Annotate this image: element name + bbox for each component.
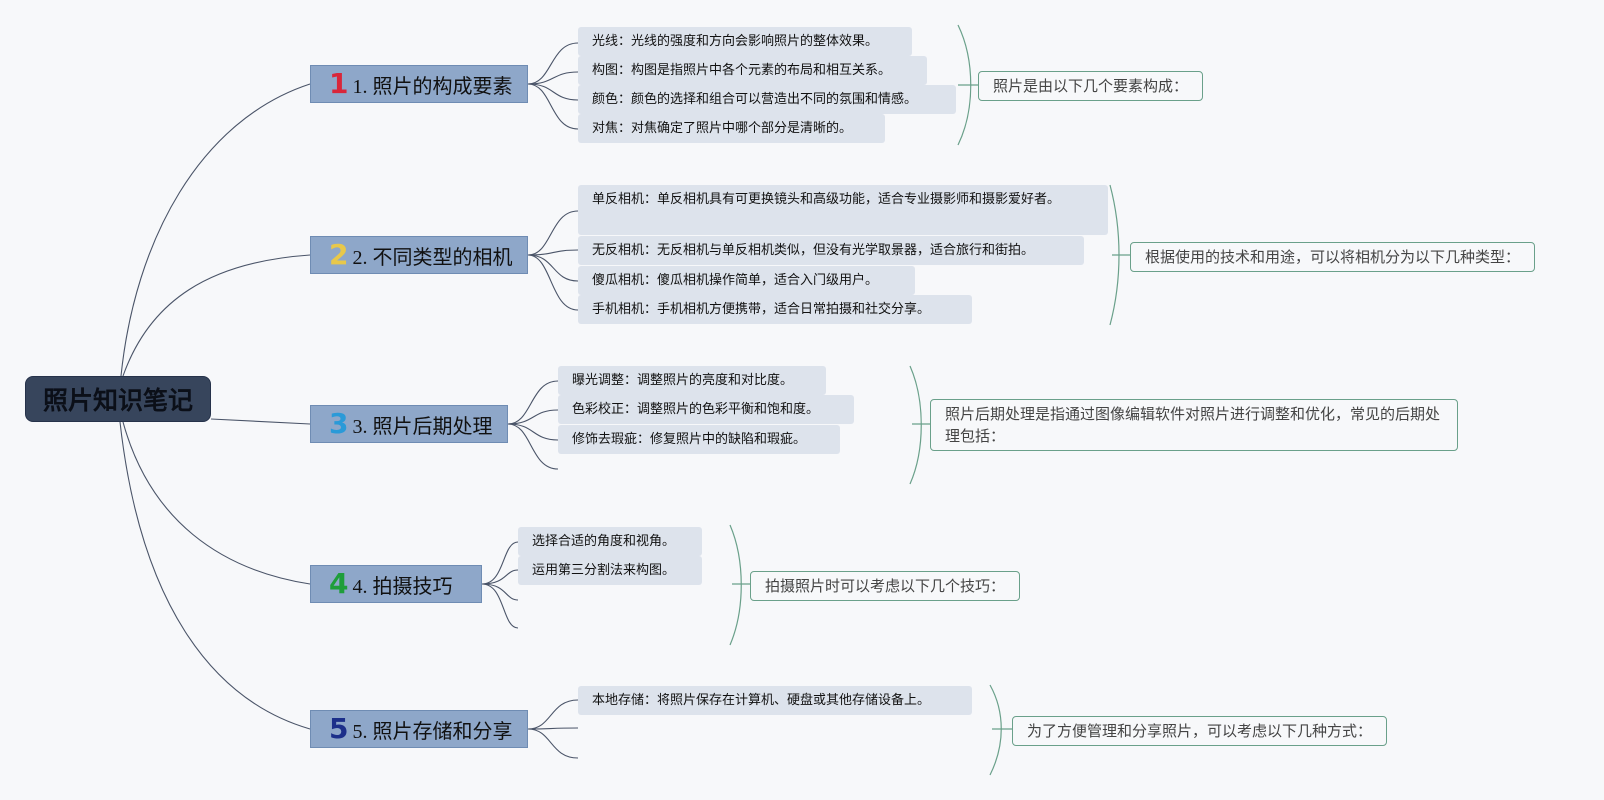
branch-4-title: 4. 拍摄技巧 [352,575,453,598]
number-2-icon: 2 [329,238,349,271]
root-topic-title: 照片知识笔记 [42,386,193,415]
branch-5-leaf-1[interactable]: 本地存储：将照片保存在计算机、硬盘或其他存储设备上。 [578,686,972,715]
branch-4-summary[interactable]: 拍摄照片时可以考虑以下几个技巧： [750,571,1021,601]
number-1-icon: 1 [329,67,349,100]
branch-2-topic[interactable]: 2 2. 不同类型的相机 [310,236,528,274]
branch-2-leaf-3[interactable]: 傻瓜相机：傻瓜相机操作简单，适合入门级用户。 [578,266,915,295]
branch-1-summary[interactable]: 照片是由以下几个要素构成： [978,71,1204,101]
branch-2-leaf-4[interactable]: 手机相机：手机相机方便携带，适合日常拍摄和社交分享。 [578,295,972,324]
branch-5-summary[interactable]: 为了方便管理和分享照片，可以考虑以下几种方式： [1012,716,1388,746]
branch-3-leaf-1[interactable]: 曝光调整：调整照片的亮度和对比度。 [558,366,826,395]
branch-1-leaf-3[interactable]: 颜色：颜色的选择和组合可以营造出不同的氛围和情感。 [578,85,956,114]
branch-1-leaf-2[interactable]: 构图：构图是指照片中各个元素的布局和相互关系。 [578,56,927,85]
branch-1-leaf-4[interactable]: 对焦：对焦确定了照片中哪个部分是清晰的。 [578,114,885,143]
branch-4-leaf-1[interactable]: 选择合适的角度和视角。 [518,527,702,556]
branch-1-leaf-1[interactable]: 光线：光线的强度和方向会影响照片的整体效果。 [578,27,912,56]
branch-2-title: 2. 不同类型的相机 [352,246,513,269]
branch-3-topic[interactable]: 3 3. 照片后期处理 [310,405,508,443]
branch-5-topic[interactable]: 5 5. 照片存储和分享 [310,710,528,748]
branch-4-leaf-2[interactable]: 运用第三分割法来构图。 [518,556,702,585]
branch-3-leaf-3[interactable]: 修饰去瑕疵：修复照片中的缺陷和瑕疵。 [558,425,840,454]
branch-3-title: 3. 照片后期处理 [352,415,493,438]
number-3-icon: 3 [329,407,349,440]
number-5-icon: 5 [329,712,349,745]
branch-1-topic[interactable]: 1 1. 照片的构成要素 [310,65,528,103]
branch-2-leaf-2[interactable]: 无反相机：无反相机与单反相机类似，但没有光学取景器，适合旅行和街拍。 [578,236,1084,265]
branch-2-summary[interactable]: 根据使用的技术和用途，可以将相机分为以下几种类型： [1130,242,1536,272]
branch-3-summary[interactable]: 照片后期处理是指通过图像编辑软件对照片进行调整和优化，常见的后期处理包括： [930,399,1458,451]
branch-1-title: 1. 照片的构成要素 [352,75,513,98]
branch-3-leaf-2[interactable]: 色彩校正：调整照片的色彩平衡和饱和度。 [558,395,854,424]
branch-5-title: 5. 照片存储和分享 [352,720,513,743]
branch-2-leaf-1[interactable]: 单反相机：单反相机具有可更换镜头和高级功能，适合专业摄影师和摄影爱好者。 [578,185,1108,235]
branch-4-topic[interactable]: 4 4. 拍摄技巧 [310,565,482,603]
root-topic[interactable]: 照片知识笔记 [25,376,211,422]
number-4-icon: 4 [329,567,349,600]
